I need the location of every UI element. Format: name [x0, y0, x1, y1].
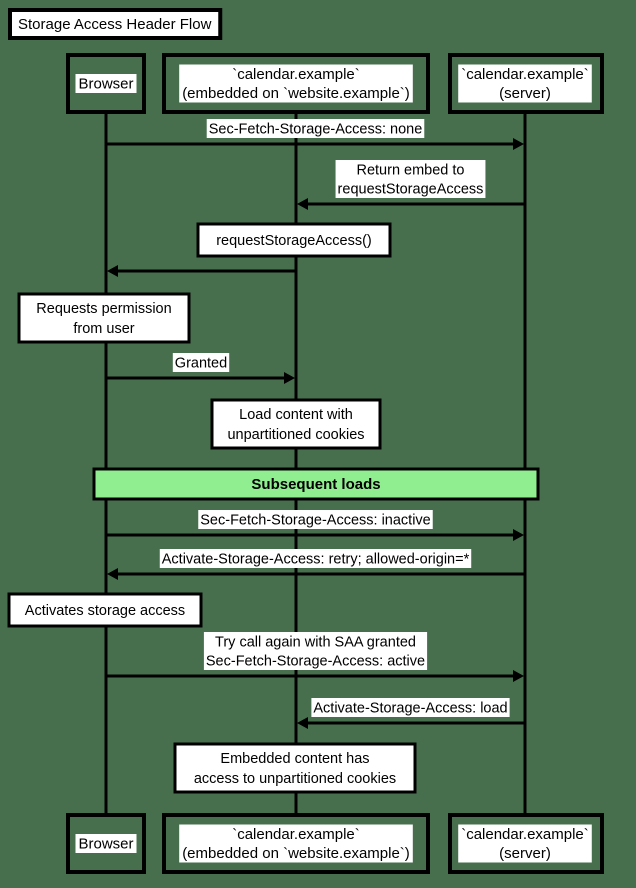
- note-embedded-content: Embedded content has access to unpartitio…: [173, 742, 417, 794]
- msg-sec-fetch-inactive-label-line: Sec-Fetch-Storage-Access: inactive: [200, 512, 430, 528]
- msg-return-embed-arrowhead: [297, 198, 308, 210]
- note-embedded-content-box: [173, 742, 417, 794]
- arrow-request-storage-access-return[interactable]: [107, 265, 296, 277]
- note-embedded-content-line: Embedded content has: [220, 751, 369, 767]
- note-embedded-content-line: access to unpartitioned cookies: [194, 771, 396, 787]
- participant-box: [66, 53, 146, 114]
- msg-try-call-again-label-line: Sec-Fetch-Storage-Access: active: [206, 653, 425, 669]
- participant-label-line: `calendar.example`: [461, 66, 589, 83]
- participant-box: [162, 813, 430, 874]
- participant-label-line: `calendar.example`: [232, 826, 360, 843]
- msg-return-embed-label-background: [335, 160, 486, 198]
- msg-activate-load-label-line: Activate-Storage-Access: load: [313, 700, 507, 716]
- divider-subsequent-loads: Subsequent loads: [92, 467, 540, 501]
- msg-sec-fetch-inactive-label-background: [198, 510, 433, 529]
- note-activates-storage-access-line: Activates storage access: [25, 603, 185, 619]
- note-request-storage-access-line: requestStorageAccess(): [216, 233, 372, 249]
- msg-granted[interactable]: Granted: [106, 353, 295, 384]
- msg-try-call-again[interactable]: Try call again with SAA grantedSec-Fetch…: [106, 632, 524, 682]
- note-requests-permission: Requests permission from user: [17, 292, 191, 344]
- participant-browser-bottom[interactable]: Browser: [66, 813, 146, 874]
- msg-granted-arrowhead: [284, 372, 295, 384]
- msg-activate-load-arrowhead: [297, 717, 308, 729]
- participant-label-line: `calendar.example`: [461, 826, 589, 843]
- msg-sec-fetch-none-label-line: Sec-Fetch-Storage-Access: none: [209, 121, 423, 137]
- msg-try-call-again-label-background: [203, 632, 428, 670]
- msg-sec-fetch-none[interactable]: Sec-Fetch-Storage-Access: none: [106, 119, 524, 150]
- note-activates-storage-access-box: [7, 592, 203, 628]
- participant-label-background: [179, 824, 413, 863]
- arrow-request-storage-access-return-arrowhead: [107, 265, 118, 277]
- note-requests-permission-line: Requests permission: [36, 301, 171, 317]
- participant-label-line: Browser: [78, 835, 133, 852]
- divider-subsequent-loads-label: Subsequent loads: [251, 476, 380, 493]
- participant-box: [66, 813, 146, 874]
- diagram-title-group: Storage Access Header Flow: [8, 8, 223, 40]
- note-request-storage-access-box: [196, 222, 392, 258]
- note-request-storage-access: requestStorageAccess(): [196, 222, 392, 258]
- msg-return-embed[interactable]: Return embed to requestStorageAccess: [297, 160, 525, 210]
- msg-activate-retry[interactable]: Activate-Storage-Access: retry; allowed-…: [107, 549, 525, 580]
- participant-label-background: [458, 824, 592, 863]
- msg-activate-load[interactable]: Activate-Storage-Access: load: [297, 698, 525, 729]
- participant-label-background: [75, 74, 137, 93]
- note-requests-permission-box: [17, 292, 191, 344]
- msg-return-embed-label-line: requestStorageAccess: [338, 181, 484, 197]
- notes-group: requestStorageAccess() Requests permissio…: [7, 222, 417, 794]
- participant-boxes-bottom: Browser `calendar.example` (embedded on `w…: [66, 813, 604, 874]
- participant-label-line: (embedded on `website.example`): [182, 845, 410, 862]
- participant-label-line: `calendar.example`: [232, 66, 360, 83]
- diagram-title: Storage Access Header Flow: [8, 8, 223, 40]
- participant-boxes-top: Browser `calendar.example` (embedded on `w…: [66, 53, 604, 114]
- diagram-title-box: [8, 8, 223, 40]
- msg-granted-label-line: Granted: [175, 355, 227, 371]
- participant-box: [448, 813, 604, 874]
- note-requests-permission-line: from user: [73, 321, 134, 337]
- note-load-content: Load content with unpartitioned cookies: [210, 398, 382, 450]
- participant-server-bottom[interactable]: `calendar.example` (server): [448, 813, 604, 874]
- msg-sec-fetch-none-arrowhead: [513, 138, 524, 150]
- note-load-content-line: Load content with: [239, 407, 353, 423]
- note-activates-storage-access: Activates storage access: [7, 592, 203, 628]
- msg-sec-fetch-inactive[interactable]: Sec-Fetch-Storage-Access: inactive: [106, 510, 524, 541]
- participant-label-background: [458, 64, 592, 103]
- participant-label-line: (embedded on `website.example`): [182, 85, 410, 102]
- msg-activate-retry-label-background: [159, 549, 472, 568]
- msg-try-call-again-label-line: Try call again with SAA granted: [215, 634, 416, 650]
- participant-browser-top[interactable]: Browser: [66, 53, 146, 114]
- note-load-content-box: [210, 398, 382, 450]
- participant-box: [448, 53, 604, 114]
- participant-label-line: (server): [499, 845, 551, 862]
- participant-embedded-top[interactable]: `calendar.example` (embedded on `website.…: [162, 53, 430, 114]
- participant-server-top[interactable]: `calendar.example` (server): [448, 53, 604, 114]
- msg-try-call-again-arrowhead: [513, 670, 524, 682]
- msg-granted-label-background: [172, 353, 230, 372]
- participant-label-line: (server): [499, 85, 551, 102]
- participant-embedded-bottom[interactable]: `calendar.example` (embedded on `website.…: [162, 813, 430, 874]
- participant-label-line: Browser: [78, 75, 133, 92]
- msg-activate-load-label-background: [311, 698, 510, 717]
- msg-sec-fetch-inactive-arrowhead: [513, 529, 524, 541]
- note-load-content-line: unpartitioned cookies: [227, 427, 364, 443]
- participant-box: [162, 53, 430, 114]
- msg-activate-retry-label-line: Activate-Storage-Access: retry; allowed-…: [162, 551, 470, 567]
- msg-sec-fetch-none-label-background: [206, 119, 425, 138]
- msg-activate-retry-arrowhead: [107, 568, 118, 580]
- diagram-title-label: Storage Access Header Flow: [18, 16, 212, 33]
- participant-label-background: [179, 64, 413, 103]
- msg-return-embed-label-line: Return embed to: [356, 162, 464, 178]
- divider-subsequent-loads-box: [92, 467, 540, 501]
- participant-label-background: [75, 834, 137, 853]
- dividers-group: Subsequent loads: [92, 467, 540, 501]
